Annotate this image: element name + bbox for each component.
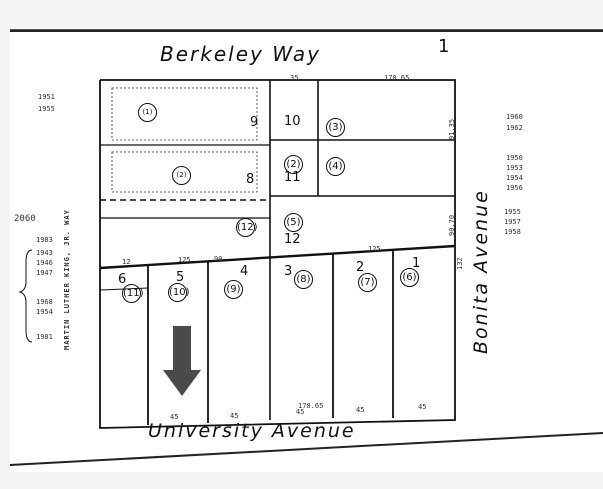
dim-bottom-45b: 45 [230,412,239,420]
parcel-9: (9) [224,280,243,299]
dim-mid-125b: 125 [368,245,381,253]
lot-line [99,244,456,270]
block-outline [99,79,456,429]
lot-6: 6 [118,272,127,287]
margin-year: 1947 [36,269,53,277]
dim-bottom-45a: 45 [170,413,179,421]
margin-right: 1956 [506,184,523,192]
dim-top-17065: 170.65 [384,74,410,82]
road-line [9,432,603,466]
lot-11: 11 [284,170,301,185]
lot-12: 12 [284,232,301,247]
parcel-5: (5) [284,213,303,232]
parcel-2-left: (2) [172,166,191,185]
margin-right: 1953 [506,164,523,172]
margin-year: 1981 [36,333,53,341]
lot-1: 1 [412,256,421,271]
margin-right: 1958 [504,228,521,236]
lot-10: 10 [284,114,301,129]
dim-bottom-45e: 45 [418,403,427,411]
margin-year: 1968 [36,298,53,306]
dim-right-9070: 90.70 [448,214,456,236]
lot-2: 2 [356,260,365,275]
parcel-11: (11) [122,284,144,303]
margin-right: 1957 [504,218,521,226]
dim-left-12: 12 [122,258,131,266]
street-left: MARTIN LUTHER KING, JR. WAY [63,209,71,350]
down-arrow-icon [163,326,201,396]
margin-right: 1950 [506,154,523,162]
parcel-4: (4) [326,157,345,176]
lot-5: 5 [176,270,185,285]
dim-road-17065: 170.65 [298,402,324,410]
street-right: Bonita Avenue [470,189,492,354]
margin-right: 1960 [506,113,523,121]
margin-brace [18,249,33,343]
sheet-number: 1 [438,36,450,57]
parcel-8: (8) [294,270,313,289]
dim-bottom-45d: 45 [356,406,365,414]
margin-right: 1954 [506,174,523,182]
margin-top-left: 1951 [38,93,55,101]
building-outline [111,151,258,193]
parcel-6: (6) [400,268,419,287]
lot-9: 9 [250,115,259,130]
lot-4: 4 [240,264,249,279]
margin-year: 1946 [36,259,53,267]
lot-8: 8 [246,172,255,187]
lot-3: 3 [284,264,293,279]
parcel-1: (1) [138,103,157,122]
parcel-7: (7) [358,273,377,292]
dim-mid-90: 90 [214,255,223,263]
dim-bonita-132: 132 [456,257,464,270]
parcel-2: (2) [284,155,303,174]
margin-year: 1983 [36,236,53,244]
margin-top-left: 1955 [38,105,55,113]
building-outline [111,87,258,141]
parcel-10: (10) [168,283,190,302]
margin-year: 1954 [36,308,53,316]
margin-right: 1955 [504,208,521,216]
map-sheet [10,30,603,472]
margin-code: 2060 [14,214,36,224]
dim-mid-125: 125 [178,256,191,264]
margin-right: 1962 [506,124,523,132]
parcel-12: (12) [236,218,258,237]
dim-top-35: 35 [290,74,299,82]
margin-year: 1943 [36,249,53,257]
parcel-3: (3) [326,118,345,137]
dim-bottom-45c: 45 [296,408,305,416]
dim-right-9135: 91.35 [448,118,456,140]
street-bottom: University Avenue [148,420,356,442]
street-top: Berkeley Way [160,42,321,66]
